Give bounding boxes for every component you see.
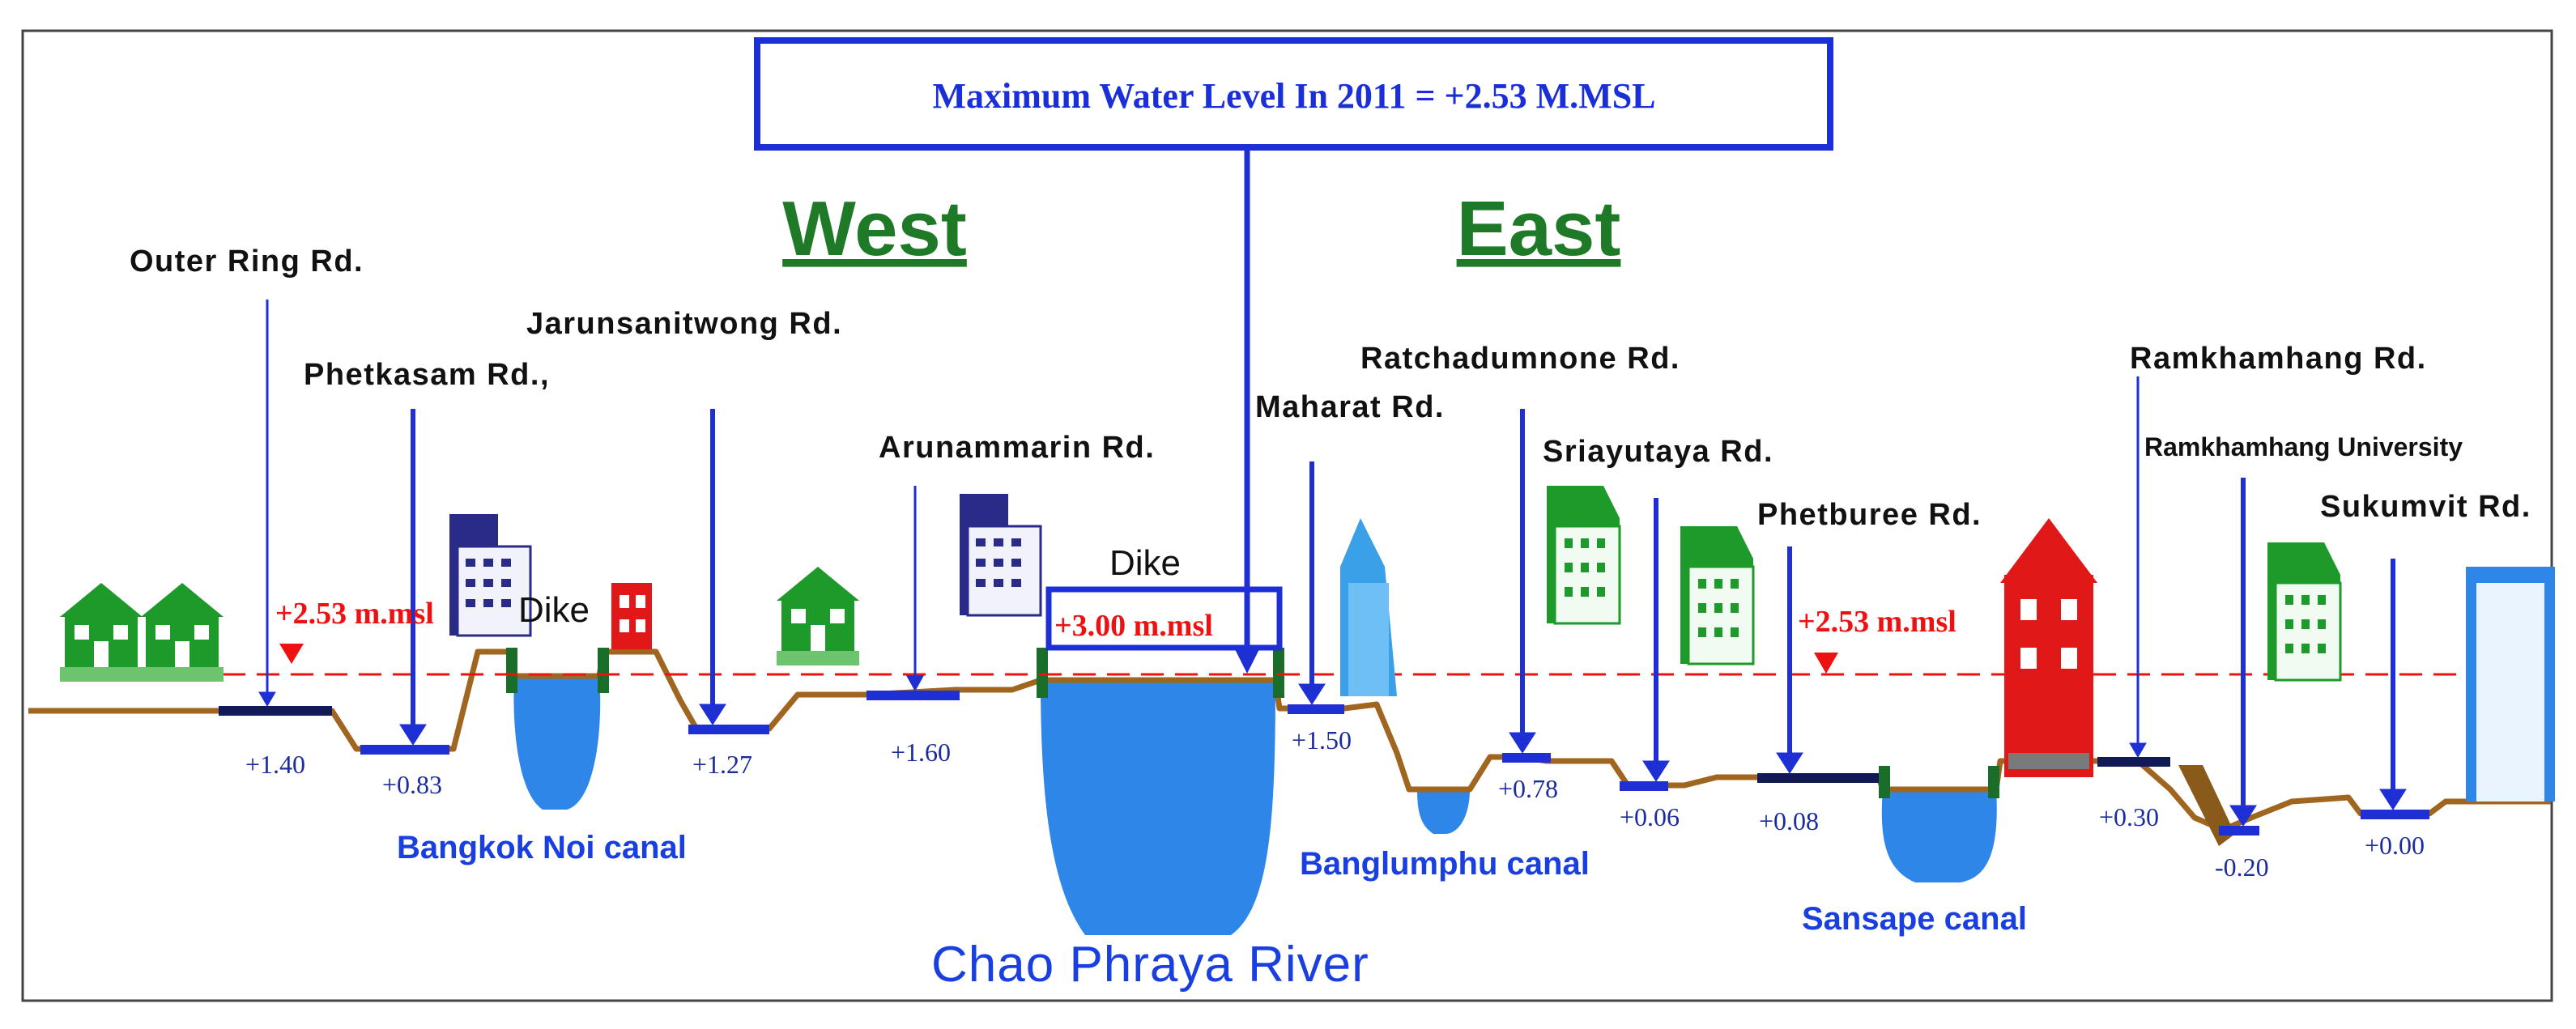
road-label-phetburee: Phetburee Rd. bbox=[1757, 498, 1982, 532]
blue-tower-icon bbox=[1340, 518, 1397, 696]
water-mark-east: +2.53 m.msl bbox=[1798, 605, 1956, 639]
tower-icon bbox=[2266, 541, 2342, 682]
level-maharat: +1.50 bbox=[1292, 725, 1352, 755]
dike-river-right bbox=[1273, 648, 1284, 698]
tower-icon bbox=[1679, 525, 1755, 665]
level-arunammarin: +1.60 bbox=[891, 738, 951, 767]
sansape-canal-water bbox=[1881, 789, 1997, 882]
water-level-marker-west bbox=[279, 644, 304, 664]
level-phetkasam: +0.83 bbox=[382, 770, 442, 799]
chao-phraya-river-water bbox=[1041, 680, 1275, 935]
bangkok-noi-canal-water bbox=[513, 676, 601, 810]
level-ratchadumnone: +0.78 bbox=[1498, 774, 1558, 803]
road-label-sukumvit: Sukumvit Rd. bbox=[2320, 490, 2531, 524]
road-label-jarunsanitwong: Jarunsanitwong Rd. bbox=[526, 307, 842, 341]
road-label-sriayutaya: Sriayutaya Rd. bbox=[1543, 435, 1773, 469]
road-label-arunammarin: Arunammarin Rd. bbox=[879, 431, 1155, 465]
canal-label-bangkok-noi: Bangkok Noi canal bbox=[397, 830, 687, 865]
canal-label-banglumphu: Banglumphu canal bbox=[1300, 846, 1590, 882]
title-box bbox=[754, 37, 1833, 151]
canal-label-sansape: Sansape canal bbox=[1802, 901, 2027, 937]
dike-sansape-left bbox=[1879, 766, 1890, 798]
west-label: West bbox=[782, 185, 967, 272]
east-label: East bbox=[1457, 185, 1621, 272]
level-phetburee: +0.08 bbox=[1759, 806, 1819, 836]
level-outer-ring: +1.40 bbox=[245, 750, 305, 779]
water-level-marker-east bbox=[1814, 653, 1838, 674]
title-pointer-arrow bbox=[1234, 648, 1260, 674]
red-house-icon bbox=[611, 583, 652, 649]
dike-label-west: Dike bbox=[518, 590, 590, 630]
title-text: Maximum Water Level In 2011 = +2.53 M.MS… bbox=[932, 76, 1655, 116]
road-label-ramkhamhang: Ramkhamhang Rd. bbox=[2130, 342, 2427, 376]
dike-west-right bbox=[598, 648, 609, 693]
banglumphu-canal-water bbox=[1417, 789, 1470, 834]
dike-sansape-right bbox=[1988, 766, 1999, 798]
dike-label-river: Dike bbox=[1109, 543, 1181, 583]
level-sukumvit: +0.00 bbox=[2365, 831, 2425, 860]
level-ramkhamhang-university: -0.20 bbox=[2215, 853, 2269, 882]
diagram-border bbox=[21, 29, 2553, 1002]
tower-icon bbox=[958, 492, 1042, 617]
road-label-maharat: Maharat Rd. bbox=[1255, 390, 1445, 424]
road-level-bars bbox=[219, 691, 2429, 836]
house-icon bbox=[60, 583, 143, 682]
ground-profile bbox=[28, 648, 2551, 833]
house-icon bbox=[141, 583, 224, 682]
water-mark-west: +2.53 m.msl bbox=[275, 597, 434, 631]
road-pointers bbox=[258, 300, 2407, 827]
level-ramkhamhang: +0.30 bbox=[2099, 802, 2159, 831]
road-label-ratchadumnone: Ratchadumnone Rd. bbox=[1360, 342, 1680, 376]
level-jarunsanitwong: +1.27 bbox=[692, 750, 752, 779]
dike-west-left bbox=[506, 648, 517, 693]
river-label-chao-phraya: Chao Phraya River bbox=[931, 937, 1369, 993]
road-label-outer-ring: Outer Ring Rd. bbox=[130, 244, 364, 279]
river-dike-bracket bbox=[1045, 586, 1283, 651]
level-sriayutaya: +0.06 bbox=[1620, 802, 1680, 831]
house-icon bbox=[777, 567, 859, 665]
dike-river-left bbox=[1037, 648, 1048, 698]
road-label-phetkasam: Phetkasam Rd., bbox=[304, 358, 550, 392]
blue-tower-icon bbox=[2466, 567, 2555, 802]
water-mark-dike-top: +3.00 m.msl bbox=[1054, 609, 1213, 643]
tower-icon bbox=[1545, 484, 1621, 625]
red-house-icon bbox=[2000, 518, 2097, 777]
road-label-ramkhamhang-university: Ramkhamhang University bbox=[2144, 432, 2463, 461]
